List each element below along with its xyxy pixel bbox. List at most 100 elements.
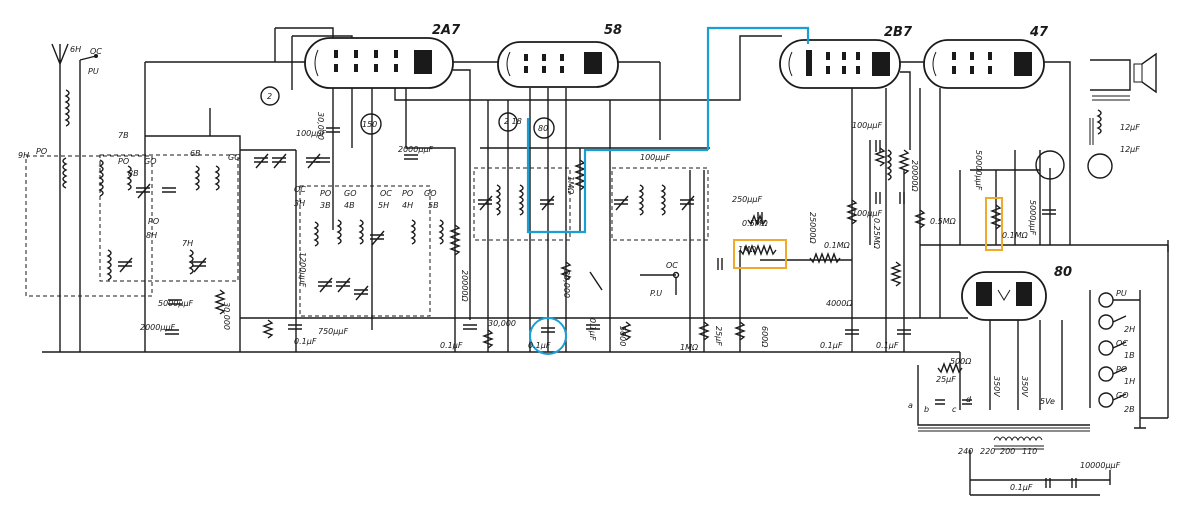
shield-rf: [99, 154, 239, 282]
marker-2-18-text: 2 18: [504, 117, 522, 126]
blue-highlight-path-if: [526, 118, 708, 234]
coils: [62, 89, 1102, 442]
svg-text:3H: 3H: [294, 199, 305, 208]
svg-text:7B: 7B: [118, 131, 129, 140]
resistors: [214, 147, 1002, 374]
power-transformer: [918, 118, 1094, 450]
shield-osc: [299, 185, 431, 317]
svg-text:0.25MΩ: 0.25MΩ: [872, 218, 881, 250]
tube-2a7: 2A7: [304, 23, 461, 89]
value-labels: 100µµF 30,000 2000µµF 100µµF 1MΩ 250µµF …: [140, 112, 1140, 492]
tube-2b7-label: 2B7: [884, 25, 913, 40]
svg-text:0.1µF: 0.1µF: [294, 337, 317, 346]
svg-text:PO: PO: [148, 217, 159, 226]
tube-80-envelope: [961, 271, 1047, 321]
svg-text:1MΩ: 1MΩ: [566, 176, 575, 195]
svg-text:30,000: 30,000: [488, 319, 516, 328]
svg-text:b: b: [924, 405, 929, 414]
svg-text:1H: 1H: [1124, 377, 1135, 386]
svg-text:PO: PO: [118, 157, 129, 166]
svg-text:8H: 8H: [146, 231, 157, 240]
svg-text:20000Ω: 20000Ω: [460, 270, 469, 302]
svg-text:600Ω: 600Ω: [760, 326, 769, 348]
plug-socket: [1087, 153, 1113, 179]
switch-labels: 6H OC PU 7B 9H PO 8B PO GO 6B GO PO 8H 7…: [18, 45, 1135, 414]
svg-text:350V: 350V: [992, 376, 1001, 397]
tube-2b7: 2B7: [779, 25, 913, 89]
svg-text:5000: 5000: [618, 326, 627, 346]
speaker-icon: [1090, 52, 1157, 101]
svg-text:12µF: 12µF: [1120, 123, 1140, 132]
svg-text:9H: 9H: [18, 151, 29, 160]
svg-text:12µF: 12µF: [1120, 145, 1140, 154]
tube-2a7-label: 2A7: [432, 23, 461, 38]
svg-text:PO: PO: [402, 189, 413, 198]
svg-text:500Ω: 500Ω: [950, 357, 972, 366]
svg-text:30,000: 30,000: [316, 112, 325, 140]
orange-highlight-volume: [733, 239, 787, 269]
marker-2-text: 2: [267, 92, 272, 101]
marker-80: [533, 117, 555, 139]
svg-text:OC: OC: [90, 47, 102, 56]
svg-text:1200µµF: 1200µµF: [298, 252, 307, 288]
tube-80-label: 80: [1054, 265, 1072, 280]
pilot-lamps: [1098, 292, 1140, 408]
svg-text:4B: 4B: [344, 201, 355, 210]
svg-text:GO: GO: [1116, 391, 1129, 400]
marker-150: [360, 113, 382, 135]
svg-text:350V: 350V: [1020, 376, 1029, 397]
svg-text:20000Ω: 20000Ω: [910, 160, 919, 192]
svg-text:GO: GO: [228, 153, 241, 162]
svg-text:0.1µF: 0.1µF: [1010, 483, 1033, 492]
svg-text:0.1µF: 0.1µF: [588, 318, 597, 341]
svg-text:30,000: 30,000: [222, 302, 231, 330]
svg-text:1MΩ: 1MΩ: [680, 343, 699, 352]
markers: 2 150 2 18 80: [260, 86, 555, 139]
svg-text:110: 110: [1022, 447, 1037, 456]
svg-text:2000µµF: 2000µµF: [398, 145, 434, 154]
orange-highlight-tone: [985, 197, 1003, 251]
svg-text:2B: 2B: [1124, 405, 1135, 414]
svg-text:750µµF: 750µµF: [318, 327, 348, 336]
svg-text:25µF: 25µF: [714, 326, 723, 346]
svg-text:PO: PO: [320, 189, 331, 198]
svg-text:25µF: 25µF: [936, 375, 956, 384]
tube-80: 80: [961, 265, 1072, 321]
svg-text:0.1µF: 0.1µF: [876, 341, 899, 350]
tube-47-anode: [1014, 52, 1032, 76]
svg-text:6B: 6B: [190, 149, 201, 158]
svg-text:250µµF: 250µµF: [732, 195, 762, 204]
svg-text:100µµF: 100µµF: [640, 153, 670, 162]
svg-text:c: c: [952, 405, 957, 414]
svg-text:3B: 3B: [320, 201, 331, 210]
svg-text:5000µµF: 5000µµF: [158, 299, 194, 308]
svg-text:100µµF: 100µµF: [852, 121, 882, 130]
svg-text:5B: 5B: [428, 201, 439, 210]
svg-text:5V: 5V: [1040, 397, 1051, 406]
svg-text:4H: 4H: [402, 201, 413, 210]
svg-text:220: 220: [980, 447, 995, 456]
capacitors: [118, 127, 1077, 488]
antenna: [51, 43, 98, 65]
svg-text:P.U: P.U: [650, 289, 662, 298]
svg-text:GO: GO: [344, 189, 357, 198]
tube-58-label: 58: [604, 23, 622, 38]
shields: [25, 154, 709, 317]
svg-text:GO: GO: [144, 157, 157, 166]
svg-text:2000µµF: 2000µµF: [140, 323, 176, 332]
svg-text:100µµF: 100µµF: [852, 209, 882, 218]
svg-text:0.1µF: 0.1µF: [440, 341, 463, 350]
svg-text:50000µµF: 50000µµF: [974, 150, 983, 191]
tube-47-label: 47: [1029, 25, 1049, 40]
highlights: [526, 26, 1003, 355]
svg-text:240: 240: [958, 447, 973, 456]
tube-2b7-anode: [872, 52, 890, 76]
svg-text:25000Ω: 25000Ω: [808, 212, 817, 244]
marker-150-text: 150: [362, 120, 377, 129]
svg-text:5H: 5H: [378, 201, 389, 210]
svg-text:30,000: 30,000: [562, 270, 571, 298]
svg-text:100µµF: 100µµF: [296, 129, 326, 138]
svg-text:5000µµF: 5000µµF: [1028, 200, 1037, 236]
svg-text:a: a: [908, 401, 913, 410]
svg-text:e: e: [1050, 397, 1055, 406]
